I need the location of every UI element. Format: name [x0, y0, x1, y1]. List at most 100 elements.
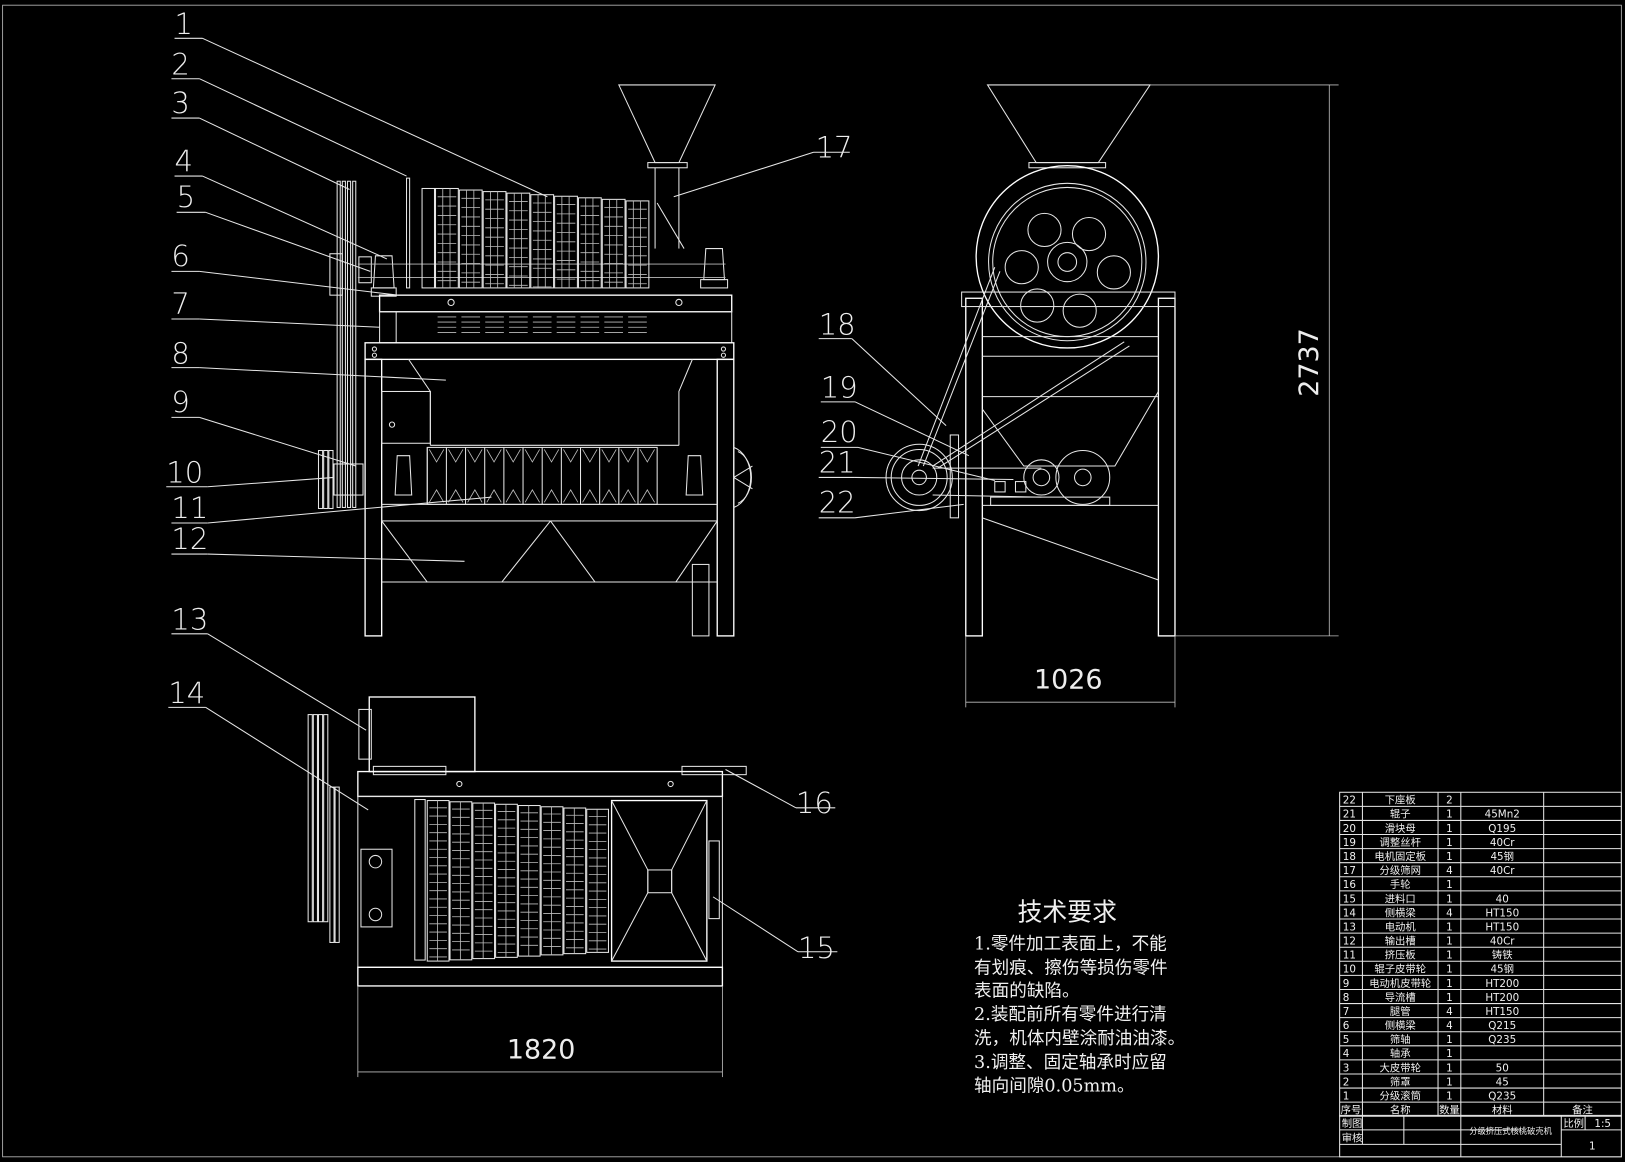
- leader-line: [202, 175, 388, 260]
- leader-line: [205, 211, 371, 272]
- drawing-border: [2, 4, 1622, 1158]
- bom-name: 调整丝杆: [1380, 836, 1421, 849]
- bom-material: 45钢: [1490, 850, 1514, 863]
- bom-name: 轴承: [1390, 1047, 1411, 1060]
- leader-line: [199, 416, 356, 467]
- bom-no: 7: [1343, 1006, 1350, 1018]
- bom-qty: 1: [1446, 893, 1453, 905]
- bom-name: 侧横梁: [1385, 1019, 1416, 1032]
- bom-material: 40: [1496, 893, 1509, 905]
- tech-req-line: 洗，机体内壁涂耐油油漆。: [974, 1029, 1185, 1049]
- bom-qty: 1: [1446, 809, 1453, 821]
- bom-name: 导流槽: [1385, 991, 1416, 1004]
- side-belt-pulley: [885, 443, 953, 512]
- scale-label: 比例: [1563, 1117, 1584, 1130]
- bom-name: 辊子: [1390, 808, 1411, 821]
- part-balloon-22: 22: [819, 486, 856, 520]
- bom-material: Q235: [1488, 1090, 1516, 1102]
- bom-material: Q215: [1488, 1020, 1516, 1032]
- bom-no: 13: [1343, 921, 1356, 933]
- bom-name: 手轮: [1390, 878, 1411, 891]
- leader-line: [854, 503, 964, 519]
- bom-qty: 1: [1446, 1048, 1453, 1060]
- bom-no: 6: [1343, 1020, 1350, 1032]
- sheet-number: 1: [1589, 1141, 1596, 1153]
- left-bearing: [358, 255, 397, 297]
- part-balloon-13: 13: [171, 603, 208, 637]
- front-view: [317, 84, 753, 637]
- electric-motor: [368, 696, 476, 773]
- bom-material: 40Cr: [1490, 936, 1515, 948]
- bom-name: 筛轴: [1390, 1033, 1411, 1046]
- bom-qty: 2: [1446, 795, 1453, 807]
- top-view: [307, 696, 747, 987]
- tech-req-line: 2.装配前所有零件进行清: [974, 1005, 1167, 1025]
- part-balloon-3: 3: [171, 86, 189, 120]
- middle-beam: [364, 342, 735, 361]
- dimension-lines: [357, 84, 1339, 1078]
- leader-line: [207, 496, 492, 524]
- tech-req-line: 1.零件加工表面上，不能: [974, 935, 1167, 955]
- motor-roller: [1055, 449, 1111, 505]
- feed-hopper: [618, 84, 716, 249]
- leader-line: [205, 706, 369, 811]
- leader-line: [851, 338, 947, 427]
- leader-line: [725, 769, 797, 809]
- tech-req-title: 技术要求: [1018, 898, 1118, 927]
- bom-material: 45Mn2: [1485, 809, 1520, 821]
- part-balloon-12: 12: [171, 522, 208, 556]
- bom-name: 电动机皮带轮: [1369, 977, 1431, 990]
- tech-req-line: 3.调整、固定轴承时应留: [974, 1053, 1167, 1073]
- bom-material: HT150: [1485, 907, 1519, 919]
- leader-line: [857, 446, 995, 482]
- bom-qty: 1: [1446, 837, 1453, 849]
- bom-qty: 1: [1446, 964, 1453, 976]
- grading-drum: [435, 187, 650, 333]
- dimension-length: 1820: [507, 1034, 575, 1065]
- bom-qty: 1: [1446, 1034, 1453, 1046]
- bom-name: 电机固定板: [1374, 850, 1426, 863]
- bom-no: 17: [1343, 865, 1356, 877]
- tech-req-line: 轴向间隙0.05mm。: [974, 1077, 1135, 1097]
- leader-line: [207, 553, 465, 562]
- bom-qty: 1: [1446, 879, 1453, 891]
- bom-material: 50: [1496, 1062, 1509, 1074]
- bom-material: Q235: [1488, 1034, 1516, 1046]
- bom-qty: 1: [1446, 978, 1453, 990]
- leader-line: [207, 633, 367, 731]
- tech-req-line: 表面的缺陷。: [974, 981, 1080, 1001]
- drum-housing: [975, 165, 1160, 349]
- part-balloon-19: 19: [821, 371, 858, 405]
- bom-no: 16: [1343, 879, 1356, 891]
- bom-no: 5: [1343, 1034, 1350, 1046]
- extrusion-plate: [426, 446, 658, 505]
- right-bearing: [700, 248, 729, 289]
- scale-value: 1:5: [1594, 1118, 1611, 1130]
- bom-material: HT150: [1485, 1006, 1519, 1018]
- title-block: 制图 审核 分级挤压式核桃破壳机 比例 1:5 1: [1339, 1114, 1622, 1158]
- part-balloon-1: 1: [175, 7, 193, 41]
- top-hand-wheel: [681, 765, 747, 776]
- top-belt-pulley: [307, 714, 340, 943]
- part-balloon-7: 7: [171, 287, 189, 321]
- part-balloon-16: 16: [796, 786, 833, 820]
- bom-no: 14: [1343, 907, 1356, 919]
- leader-line: [207, 476, 335, 488]
- bom-material: HT150: [1485, 921, 1519, 933]
- bom-no: 22: [1343, 795, 1356, 807]
- bom-row: 16 手轮 1: [1343, 878, 1453, 891]
- bom-material: 铸铁: [1492, 949, 1513, 962]
